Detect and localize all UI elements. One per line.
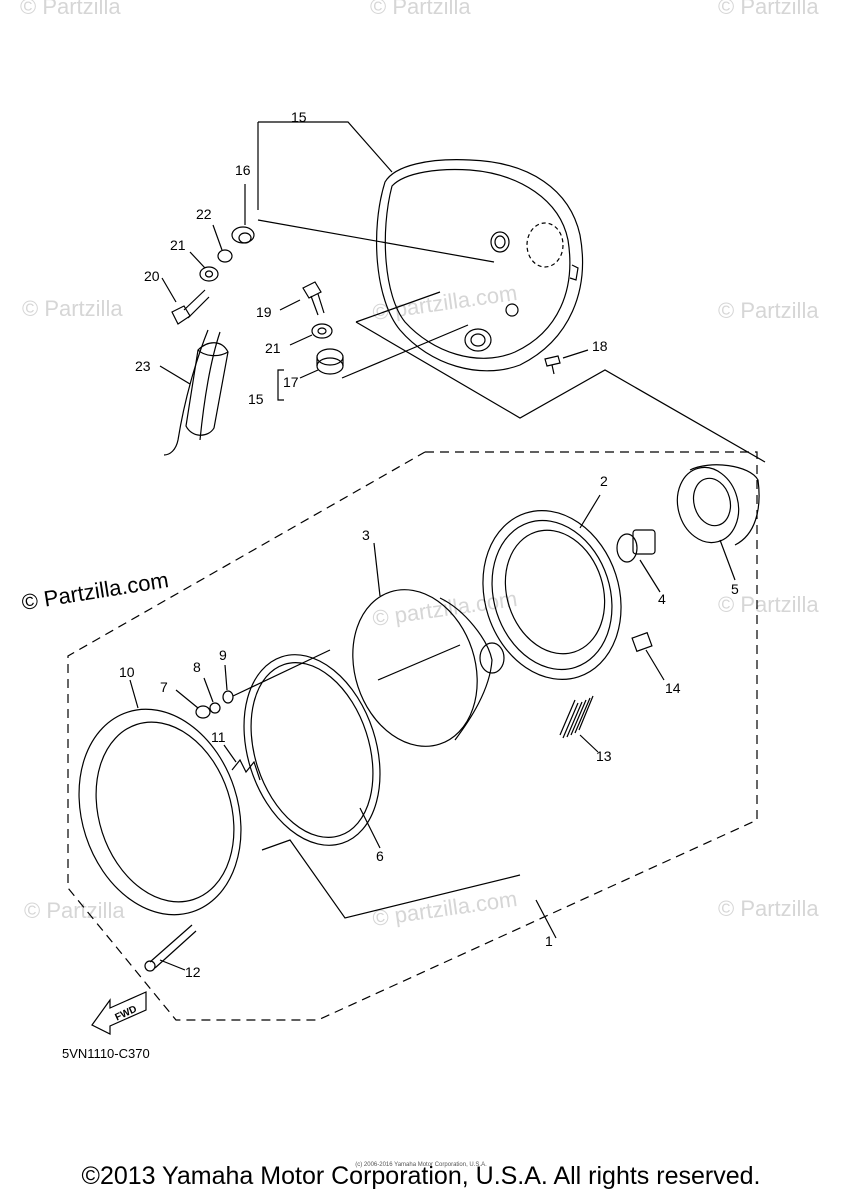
callout-17: 17 <box>283 374 299 390</box>
callout-15: 15 <box>291 109 307 125</box>
socket-cover-5 <box>676 464 760 581</box>
small-print: (c) 2006-2016 Yamaha Motor Corporation, … <box>355 1162 487 1168</box>
grommet-17 <box>316 348 344 366</box>
screw-7 <box>175 689 211 719</box>
watermark: © Partzilla <box>24 898 125 923</box>
callout-21: 21 <box>170 237 186 253</box>
sealed-beam-3 <box>352 542 505 747</box>
washer-21b <box>311 323 333 339</box>
callout-13: 13 <box>596 748 612 764</box>
callout-8: 8 <box>193 659 201 675</box>
callout-18: 18 <box>592 338 608 354</box>
callout-20: 20 <box>144 268 160 284</box>
callout-21: 21 <box>265 340 281 356</box>
watermark: © Partzilla <box>718 896 819 921</box>
watermark: © Partzilla <box>718 298 819 323</box>
washer-21 <box>199 266 219 282</box>
watermark: © Partzilla <box>22 296 123 321</box>
callout-19: 19 <box>256 304 272 320</box>
callout-22: 22 <box>196 206 212 222</box>
watermark: © Partzilla <box>718 592 819 617</box>
callout-9: 9 <box>219 647 227 663</box>
callout-1: 1 <box>545 933 553 949</box>
copyright-notice: ©2013 Yamaha Motor Corporation, U.S.A. A… <box>81 1162 761 1190</box>
tape-23 <box>159 329 229 456</box>
callout-12: 12 <box>185 964 201 980</box>
callout-15: 15 <box>248 391 264 407</box>
callout-4: 4 <box>658 591 666 607</box>
callout-16: 16 <box>235 162 251 178</box>
screw-12 <box>144 924 197 972</box>
collar-22 <box>217 249 233 263</box>
washer-9 <box>222 690 234 704</box>
headlight-housing <box>375 159 584 372</box>
callout-14: 14 <box>665 680 681 696</box>
watermark: © Partzilla <box>370 0 471 19</box>
callout-11: 11 <box>211 729 226 745</box>
rim-2 <box>482 494 622 680</box>
bolt-19 <box>279 281 325 316</box>
outer-rim-10 <box>78 679 242 916</box>
rim-ring-6 <box>243 654 381 849</box>
clip-11 <box>223 744 261 781</box>
screw-18 <box>544 349 589 375</box>
adjuster-14 <box>631 631 665 681</box>
callout-5: 5 <box>731 581 739 597</box>
bulb-4 <box>616 529 661 593</box>
bolt-20 <box>161 277 210 325</box>
callout-2: 2 <box>600 473 608 489</box>
callout-23: 23 <box>135 358 151 374</box>
callout-10: 10 <box>119 664 135 680</box>
assembly-boundary <box>67 451 758 1021</box>
diagram-code: 5VN1110-C370 <box>62 1046 150 1061</box>
watermark: © Partzilla <box>718 0 819 19</box>
fwd-arrow-icon <box>91 991 147 1035</box>
callout-6: 6 <box>376 848 384 864</box>
spring-13 <box>559 695 599 753</box>
callout-7: 7 <box>160 679 168 695</box>
watermark: © Partzilla <box>20 0 121 19</box>
washer-8 <box>209 702 221 714</box>
callout-3: 3 <box>362 527 370 543</box>
